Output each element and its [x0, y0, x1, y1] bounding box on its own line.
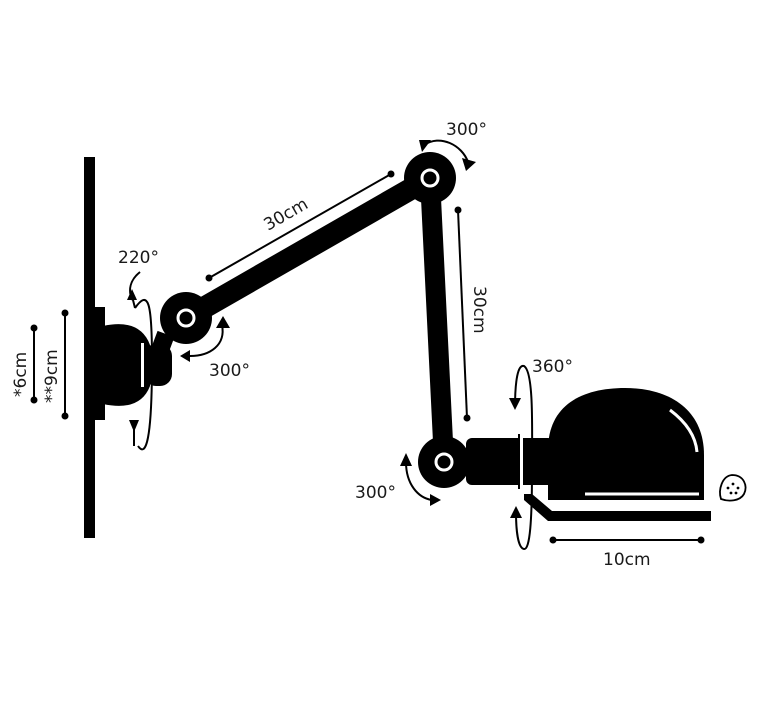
lower-arm: [420, 168, 454, 472]
label-rotation-shade: 360°: [532, 357, 573, 377]
shade-neck: [466, 438, 554, 485]
wall-arm-rotation-indicator: [180, 316, 230, 362]
upper-arm: [175, 167, 441, 329]
label-rotation-top-joint: 300°: [446, 120, 487, 140]
shade-neck-band: [520, 434, 523, 489]
label-rotation-wall-arm: 300°: [209, 361, 250, 381]
wall-hub: [103, 324, 150, 406]
shade-bracket: [524, 494, 711, 521]
upper-arm-dimension: [205, 170, 395, 282]
lower-joint-rotation-indicator: [400, 453, 441, 506]
wall: [84, 157, 95, 538]
label-lower-arm-length: 30cm: [469, 286, 489, 334]
label-shade-width: 10cm: [603, 550, 651, 570]
base-height-large-dimension: [61, 309, 69, 420]
shade-width-dimension: [549, 536, 705, 544]
label-rotation-wall-vertical: 220°: [118, 248, 159, 268]
label-upper-arm-length: 30cm: [261, 194, 312, 235]
lower-joint: [418, 436, 470, 488]
lower-arm-dimension: [454, 206, 471, 422]
label-rotation-lower-joint: 300°: [355, 483, 396, 503]
shade-highlight: [669, 408, 699, 453]
lamp-shade: [548, 388, 704, 500]
bulb-symbol-icon: [719, 474, 747, 502]
top-joint-rotation-indicator: [419, 139, 476, 171]
wall-joint-link: [151, 330, 175, 354]
shade-rotation-indicator: [509, 364, 534, 550]
wall-rotation-indicator: [127, 271, 154, 451]
wall-hub-band: [141, 343, 144, 387]
wall-plate: [95, 307, 105, 420]
wall-joint: [160, 292, 212, 344]
top-joint: [404, 152, 456, 204]
label-base-height-small: *6cm: [11, 352, 31, 397]
base-height-small-dimension: [30, 324, 38, 404]
label-base-height-large: **9cm: [42, 349, 62, 403]
